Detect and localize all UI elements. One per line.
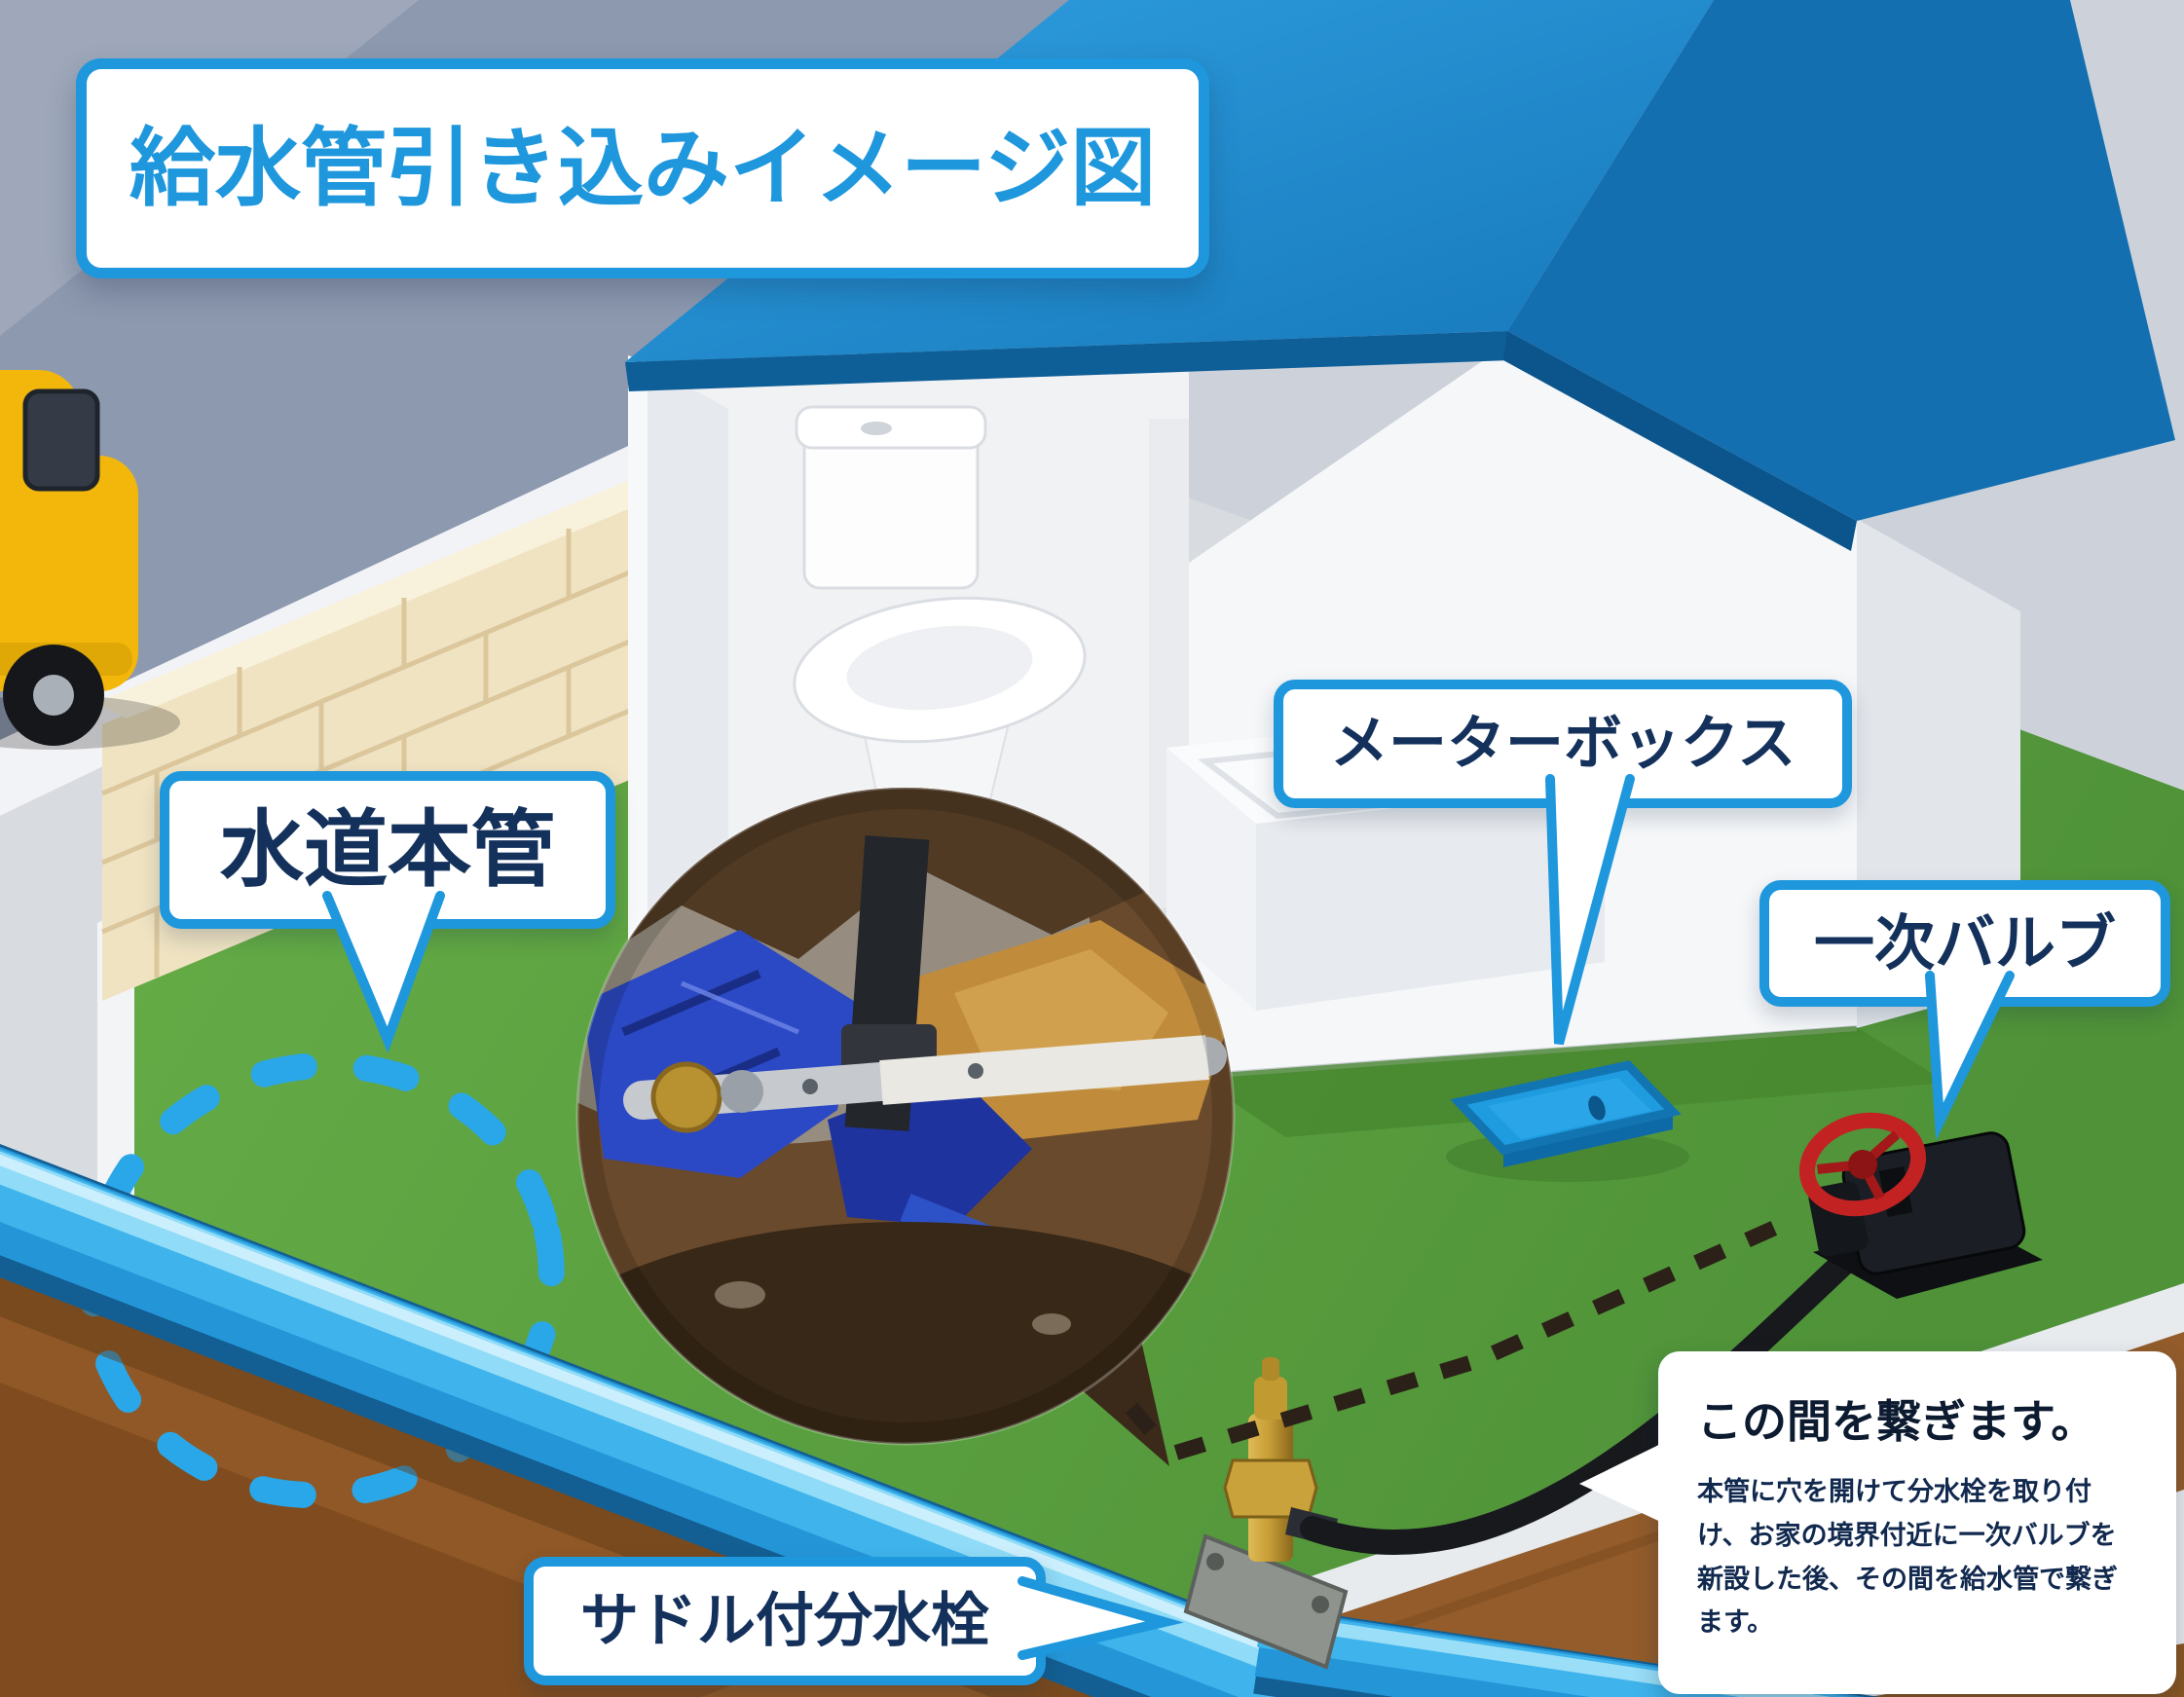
- car-window: [22, 388, 100, 492]
- label-primary-valve: 一次バルブ: [1759, 880, 2171, 1007]
- page-title: 給水管引き込みイメージ図: [130, 118, 1157, 218]
- meter-box-label: メーターボックス: [1330, 710, 1796, 778]
- info-heading: この間を繋ぎます。: [1697, 1395, 2096, 1448]
- primary-valve-label: 一次バルブ: [1814, 907, 2117, 978]
- saddle-tap: [1183, 1357, 1349, 1670]
- toilet: [793, 405, 1087, 847]
- meter-box: [1446, 1060, 1689, 1182]
- saddle-tap-label: サドル付分水栓: [580, 1587, 989, 1655]
- title-box: 給水管引き込みイメージ図: [76, 58, 1210, 278]
- dashed-circle: [80, 1051, 565, 1509]
- info-box: この間を繋ぎます。 本管に穴を開けて分水栓を取り付け、お家の境界付近に一次バルブ…: [1658, 1351, 2176, 1694]
- keyhole-icon: [1588, 1095, 1606, 1121]
- water-main-label: 水道本管: [220, 801, 555, 899]
- label-meter-box: メーターボックス: [1274, 680, 1853, 808]
- flush-button: [861, 422, 892, 435]
- label-water-main: 水道本管: [160, 771, 615, 929]
- car: [0, 370, 180, 750]
- valve-wheel-icon: [1798, 1112, 1927, 1217]
- branch-pipe: [1253, 1605, 1880, 1697]
- label-saddle-tap: サドル付分水栓: [524, 1557, 1046, 1685]
- primary-valve: [1798, 1112, 2043, 1299]
- dotted-route: [1125, 1211, 1798, 1460]
- info-body: 本管に穴を開けて分水栓を取り付け、お家の境界付近に一次バルブを新設した後、その間…: [1697, 1476, 2118, 1639]
